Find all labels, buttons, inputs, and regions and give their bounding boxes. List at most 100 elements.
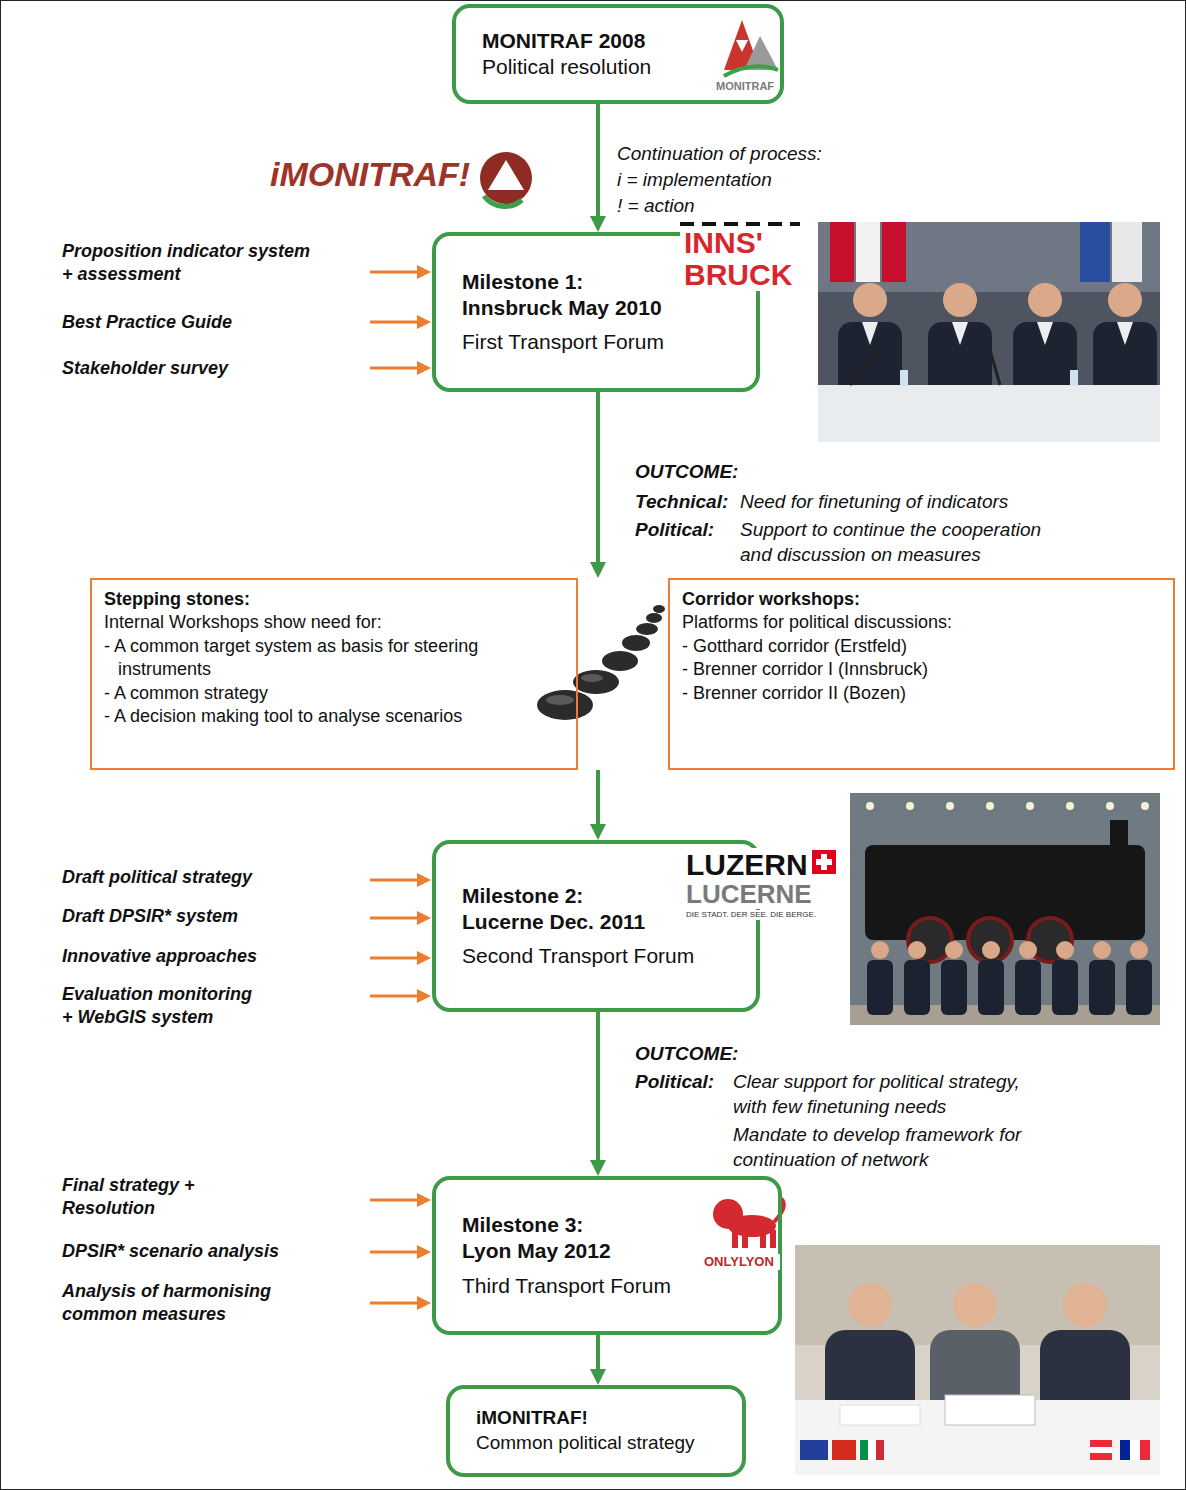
imonitraf-emblem bbox=[484, 196, 522, 206]
forum-photo bbox=[1112, 222, 1142, 282]
note-text: i = implementation bbox=[617, 168, 877, 193]
box-text: - Gotthard corridor (Erstfeld) bbox=[682, 635, 1161, 658]
box-text: - A common strategy bbox=[104, 682, 564, 705]
forum-photo bbox=[882, 222, 906, 282]
flow-arrow bbox=[596, 392, 600, 568]
museum-photo bbox=[850, 793, 1160, 1025]
museum-photo bbox=[1026, 802, 1034, 810]
forum-photo bbox=[818, 222, 1160, 442]
lyon-lion bbox=[713, 1198, 784, 1248]
input-label: Innovative approaches bbox=[62, 945, 362, 968]
swiss-flag-mark bbox=[812, 850, 836, 874]
stepping-stones bbox=[636, 623, 658, 635]
imonitraf-emblem bbox=[480, 152, 532, 204]
box-text: - Brenner corridor II (Bozen) bbox=[682, 682, 1161, 705]
note-text: ! = action bbox=[617, 194, 877, 219]
box-heading: Corridor workshops: bbox=[682, 588, 1161, 611]
strategy-box: iMONITRAF!Common political strategy bbox=[446, 1385, 746, 1477]
input-label: Best Practice Guide bbox=[62, 311, 362, 334]
forum-photo bbox=[853, 283, 887, 317]
flow-arrow bbox=[596, 1335, 600, 1375]
forum-photo bbox=[862, 322, 878, 345]
flow-arrow bbox=[596, 770, 600, 830]
forum-photo bbox=[952, 322, 968, 345]
signing-photo bbox=[1140, 1440, 1150, 1460]
box-heading: Milestone 3: bbox=[462, 1212, 766, 1238]
input-label: Draft DPSIR* system bbox=[62, 905, 362, 928]
forum-photo bbox=[1080, 222, 1110, 282]
outcome-text: Need for finetuning of indicators bbox=[740, 490, 1160, 515]
imonitraf-emblem bbox=[480, 152, 532, 206]
edge-label: OUTCOME: bbox=[635, 1042, 835, 1067]
input-arrows bbox=[370, 995, 421, 998]
forum-photo bbox=[1028, 283, 1062, 317]
signing-photo bbox=[795, 1245, 1160, 1475]
input-label: Stakeholder survey bbox=[62, 357, 362, 380]
lyon-lion bbox=[742, 1232, 748, 1248]
box-text: - Brenner corridor I (Innsbruck) bbox=[682, 658, 1161, 681]
museum-photo bbox=[908, 941, 926, 959]
stepping-stones bbox=[573, 670, 619, 694]
forum-photo bbox=[850, 350, 880, 385]
museum-photo bbox=[1052, 960, 1078, 1015]
input-arrows bbox=[370, 1199, 421, 1202]
forum-photo bbox=[818, 385, 1160, 442]
outcome-label: Political: bbox=[635, 518, 739, 543]
museum-photo bbox=[946, 802, 954, 810]
input-label: DPSIR* scenario analysis bbox=[62, 1240, 362, 1263]
forum-photo bbox=[1117, 322, 1133, 345]
signing-photo bbox=[860, 1440, 868, 1460]
forum-photo bbox=[1070, 370, 1078, 386]
monitraf-logo bbox=[724, 20, 778, 76]
flow-arrow bbox=[596, 104, 600, 222]
input-arrows bbox=[370, 272, 421, 1303]
input-label: Final strategy + Resolution bbox=[62, 1174, 232, 1221]
forum-photo bbox=[943, 283, 977, 317]
signing-photo bbox=[800, 1440, 828, 1460]
logo-text: iMONITRAF! bbox=[270, 156, 485, 193]
lyon-lion bbox=[760, 1232, 766, 1248]
box-heading: MONITRAF 2008 bbox=[482, 28, 768, 54]
monitraf-logo bbox=[736, 40, 748, 52]
museum-photo bbox=[1056, 941, 1074, 959]
input-arrows bbox=[370, 367, 421, 370]
museum-photo bbox=[1015, 960, 1041, 1015]
box-text: Common political strategy bbox=[476, 1431, 730, 1456]
swiss-flag-mark bbox=[816, 859, 832, 865]
monitraf-logo bbox=[724, 66, 778, 76]
input-label: Evaluation monitoring + WebGIS system bbox=[62, 983, 265, 1030]
signing-photo bbox=[848, 1283, 892, 1327]
museum-photo bbox=[867, 960, 893, 1015]
edge-label: Continuation of process: bbox=[617, 142, 917, 167]
input-label: Analysis of harmonising common measures bbox=[62, 1280, 312, 1327]
museum-photo bbox=[1126, 960, 1152, 1015]
signing-photo bbox=[876, 1440, 884, 1460]
museum-photo bbox=[986, 802, 994, 810]
stepping-stones bbox=[646, 613, 662, 623]
outcome-label: Political: bbox=[635, 1070, 731, 1095]
logo-text: INNS' BRUCK bbox=[680, 226, 806, 291]
signing-photo bbox=[1090, 1440, 1112, 1447]
museum-photo bbox=[850, 793, 1160, 1025]
logo-text: ONLYLYON bbox=[704, 1254, 780, 1270]
museum-photo bbox=[1066, 802, 1074, 810]
museum-photo bbox=[982, 941, 1000, 959]
stepping-stones bbox=[537, 605, 665, 720]
input-arrows bbox=[370, 1251, 421, 1254]
museum-photo bbox=[978, 960, 1004, 1015]
box-text: Innsbruck May 2010 bbox=[462, 295, 744, 321]
input-label: Proposition indicator system + assessmen… bbox=[62, 240, 317, 287]
outcome-label: Technical: bbox=[635, 490, 739, 515]
forum-photo bbox=[900, 370, 908, 386]
museum-photo bbox=[866, 802, 874, 810]
museum-photo bbox=[1089, 960, 1115, 1015]
outcome-text: Clear support for political strategy, wi… bbox=[733, 1070, 1033, 1119]
stepping-stones bbox=[602, 651, 638, 671]
box-heading: iMONITRAF! bbox=[476, 1406, 730, 1431]
edge-label: OUTCOME: bbox=[635, 460, 835, 485]
box-text: - A common target system as basis for st… bbox=[104, 635, 564, 682]
box-text: - A decision making tool to analyse scen… bbox=[104, 705, 564, 728]
